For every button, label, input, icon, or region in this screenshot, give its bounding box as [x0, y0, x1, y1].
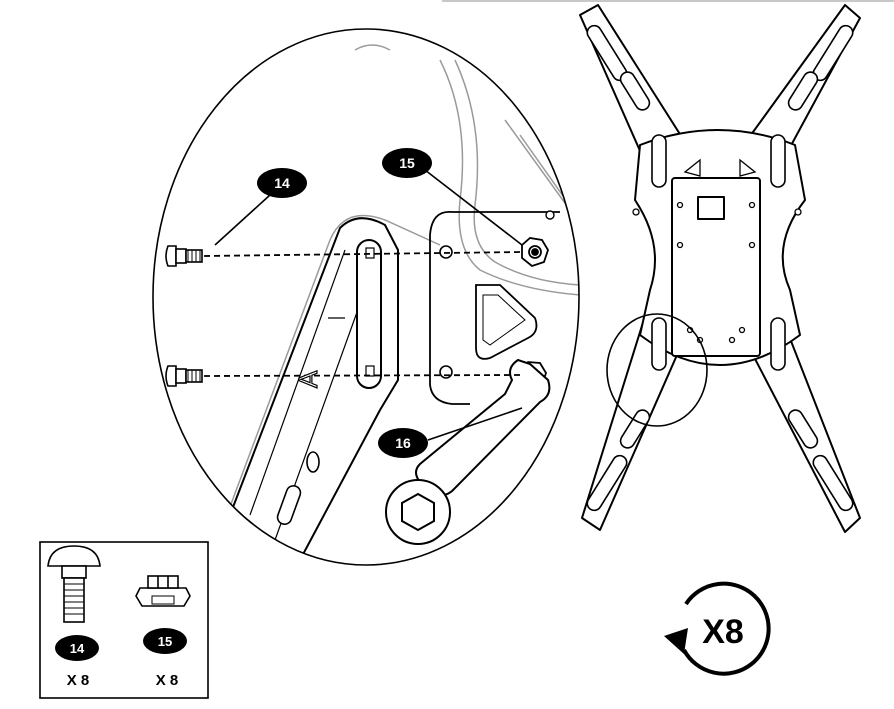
callout-16: [378, 428, 428, 458]
part-14-badge: [55, 635, 99, 661]
part-15-number: 15: [158, 634, 172, 649]
wall-plate-slots: [586, 24, 854, 512]
leader-15: [424, 169, 523, 246]
zoom-source-circle: [606, 313, 708, 427]
part-14-qty: X 8: [67, 672, 90, 689]
bracket-slot: [356, 239, 382, 389]
callout-14-label: 14: [274, 175, 290, 191]
part-15-qty: X 8: [156, 672, 179, 689]
wall-plate-holes: [632, 158, 802, 344]
align-line-bottom: [203, 374, 521, 377]
part-14-number: 14: [70, 641, 85, 656]
triangular-cutout: [475, 284, 538, 360]
repeat-label: X8: [702, 613, 744, 651]
carriage-bolt-bottom: [165, 365, 203, 387]
callout-15-label: 15: [399, 155, 415, 171]
part-15-badge: [143, 628, 187, 654]
detail-circle: [152, 28, 580, 566]
callout-16-label: 16: [395, 435, 411, 451]
flange-nut-icon: [135, 575, 191, 607]
plate-notch: [697, 196, 725, 220]
carriage-bolt-top: [165, 245, 203, 267]
leader-14: [214, 194, 271, 246]
callout-15: [382, 148, 432, 178]
carriage-bolt-icon: [47, 545, 101, 623]
wrench-icon: [385, 358, 551, 545]
nut-15: [521, 237, 549, 268]
plate-panel: [671, 177, 761, 357]
leader-16: [427, 407, 523, 441]
align-line-top: [203, 251, 523, 257]
callout-14: [257, 168, 307, 198]
detail-letter: A: [293, 370, 323, 388]
rotate-arrow-icon: [664, 581, 771, 676]
detail-view: [165, 44, 579, 561]
